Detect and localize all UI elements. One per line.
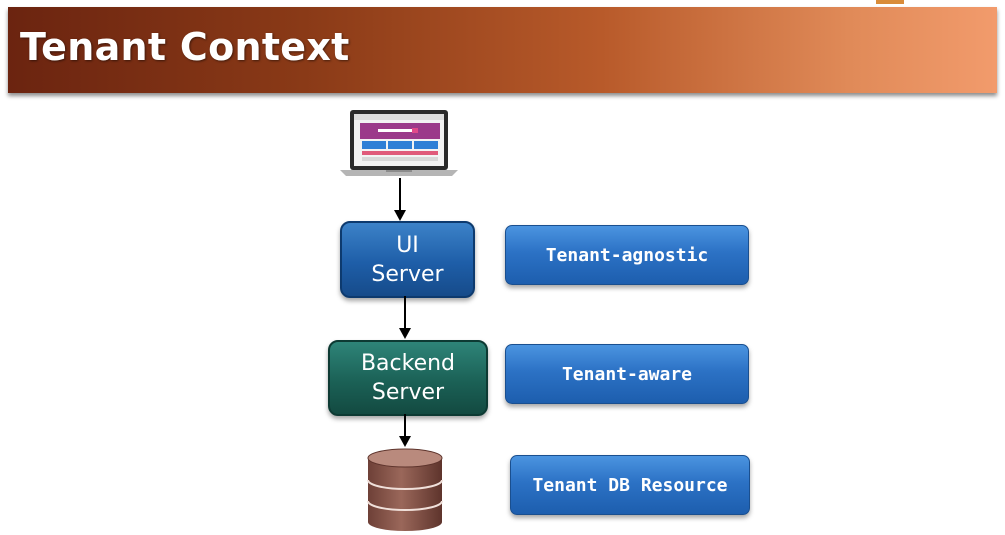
arrow-backend-to-db: [399, 414, 411, 447]
title-bar: Tenant Context: [8, 7, 997, 93]
corner-mark: [876, 0, 904, 4]
backend-server-node: Backend Server: [328, 340, 488, 416]
ui-server-label-line1: UI: [396, 232, 419, 258]
ui-server-node: UI Server: [340, 221, 475, 298]
tenant-aware-tag: Tenant-aware: [505, 344, 749, 404]
backend-server-label-line1: Backend: [360, 351, 456, 376]
ui-server-label-line2: Server: [371, 261, 444, 287]
database-icon: [367, 448, 443, 531]
arrow-client-to-ui: [394, 178, 406, 221]
page-title: Tenant Context: [20, 25, 350, 69]
tenant-db-resource-tag: Tenant DB Resource: [510, 455, 750, 515]
tenant-agnostic-tag: Tenant-agnostic: [505, 225, 749, 285]
arrow-ui-to-backend: [399, 296, 411, 339]
tenant-agnostic-label: Tenant-agnostic: [545, 244, 709, 266]
backend-server-label-line2: Server: [371, 380, 445, 405]
tenant-db-resource-label: Tenant DB Resource: [532, 474, 728, 496]
laptop-icon: [340, 110, 458, 176]
tenant-aware-label: Tenant-aware: [561, 363, 693, 385]
